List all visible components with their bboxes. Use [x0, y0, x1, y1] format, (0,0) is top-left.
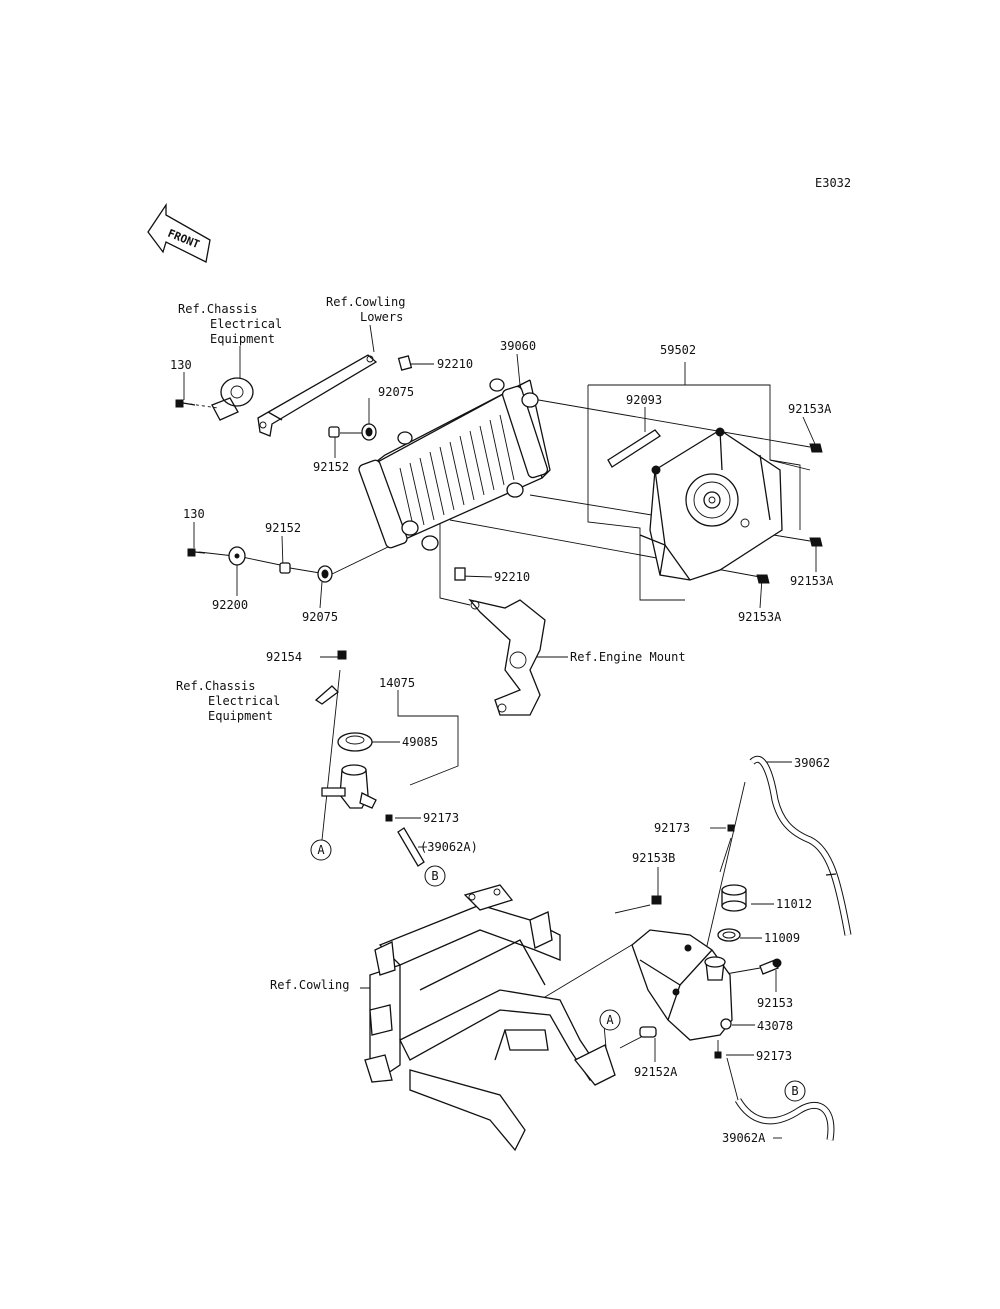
svg-text:B: B	[791, 1084, 798, 1098]
leader-lines	[183, 324, 817, 1139]
svg-text:A: A	[317, 843, 325, 857]
part-label-43078: 43078	[757, 1019, 793, 1033]
part-label-39062A: 39062A	[722, 1131, 766, 1145]
o-ring-11009	[717, 928, 741, 942]
part-label-11012: 11012	[776, 897, 812, 911]
part-label-39060: 39060	[500, 339, 536, 353]
front-label: FRONT	[166, 227, 202, 252]
bolt-92153	[759, 958, 782, 975]
part-label-49085: 49085	[402, 735, 438, 749]
bolt-92153A-b	[809, 537, 823, 547]
collar-92152-a	[328, 426, 340, 438]
bolt-92153A-a	[809, 443, 823, 453]
collar-92152-b	[279, 562, 291, 574]
part-label-92200: 92200	[212, 598, 248, 612]
part-label-11009: 11009	[764, 931, 800, 945]
part-label-92153A-c: 92153A	[738, 610, 782, 624]
part-label-39062: 39062	[794, 756, 830, 770]
bolt-92154	[337, 650, 347, 660]
cowling-stay-frame	[364, 884, 616, 1152]
bolt-130-b	[187, 548, 206, 557]
svg-text:Ref.Cowling: Ref.Cowling	[326, 295, 405, 309]
svg-text:Ref.Chassis: Ref.Chassis	[178, 302, 257, 316]
part-label-92173-a: 92173	[423, 811, 459, 825]
part-label-92152-a: 92152	[313, 460, 349, 474]
radiator-39060	[358, 378, 551, 551]
callout-b-top: B	[424, 865, 446, 887]
bolt-92153A-c	[756, 574, 770, 584]
ref-chassis-electrical-2: Ref.Chassis Electrical Equipment	[176, 679, 280, 723]
svg-text:Electrical: Electrical	[210, 317, 282, 331]
clamp-92173-b	[727, 824, 735, 832]
part-label-92173-c: 92173	[756, 1049, 792, 1063]
callout-b-bottom: B	[784, 1080, 806, 1102]
ref-cowling: Ref.Cowling	[270, 978, 349, 992]
clamp-92173-a	[385, 814, 393, 822]
hose-39062A	[734, 1098, 835, 1141]
svg-text:Ref.Chassis: Ref.Chassis	[176, 679, 255, 693]
part-label-92075-a: 92075	[378, 385, 414, 399]
part-label-92075-b: 92075	[302, 610, 338, 624]
nut-92210-a	[397, 355, 413, 371]
ref-engine-mount: Ref.Engine Mount	[570, 650, 686, 664]
svg-text:Electrical: Electrical	[208, 694, 280, 708]
horn-bracket	[211, 377, 254, 421]
svg-text:B: B	[431, 869, 438, 883]
part-label-39062A-paren: (39062A)	[420, 840, 478, 854]
hose-39062A-short	[397, 827, 425, 867]
part-label-14075: 14075	[379, 676, 415, 690]
ref-cowling-lowers: Ref.Cowling Lowers	[326, 295, 405, 324]
part-label-92093: 92093	[626, 393, 662, 407]
bolt-92153B	[651, 895, 662, 905]
part-label-92152-b: 92152	[265, 521, 301, 535]
part-label-130-a: 130	[170, 358, 192, 372]
bolt-130-a	[175, 399, 196, 408]
callout-a-bottom: A	[599, 1009, 621, 1031]
callout-a-top: A	[310, 839, 332, 861]
part-label-92154: 92154	[266, 650, 302, 664]
fan-assy-59502	[639, 427, 783, 581]
radiator-cap-49085	[337, 732, 373, 752]
part-label-92153B: 92153B	[632, 851, 675, 865]
part-label-92210-b: 92210	[494, 570, 530, 584]
reserve-tank	[631, 929, 733, 1041]
collar-92152A	[639, 1026, 657, 1038]
svg-text:A: A	[606, 1013, 614, 1027]
washer-92200	[228, 546, 246, 566]
grommet-92075-a	[361, 423, 377, 441]
engine-mount-bracket	[468, 598, 546, 716]
front-arrow-icon: FRONT	[147, 202, 211, 263]
tank-cap-11012	[721, 884, 747, 912]
part-label-92153A-b: 92153A	[790, 574, 834, 588]
overflow-hose-39062	[749, 755, 852, 936]
part-label-59502: 59502	[660, 343, 696, 357]
nut-92210-b	[454, 567, 466, 581]
clamp-chassis-2	[314, 685, 339, 705]
part-label-92153A-a: 92153A	[788, 402, 832, 416]
ref-chassis-electrical-1: Ref.Chassis Electrical Equipment	[178, 302, 282, 346]
grommet-92075-b	[317, 565, 333, 583]
part-label-130-b: 130	[183, 507, 205, 521]
part-label-92210-a: 92210	[437, 357, 473, 371]
clamp-92173-c	[714, 1051, 722, 1059]
part-label-92153: 92153	[757, 996, 793, 1010]
part-label-92173-b: 92173	[654, 821, 690, 835]
svg-text:Equipment: Equipment	[210, 332, 275, 346]
part-label-92152A: 92152A	[634, 1065, 678, 1079]
svg-text:Lowers: Lowers	[360, 310, 403, 324]
diagram-code: E3032	[815, 176, 851, 190]
filler-neck-14075	[321, 764, 377, 809]
svg-text:Equipment: Equipment	[208, 709, 273, 723]
cord-holder-92093	[607, 429, 661, 468]
cowling-lower-bracket	[257, 354, 378, 437]
